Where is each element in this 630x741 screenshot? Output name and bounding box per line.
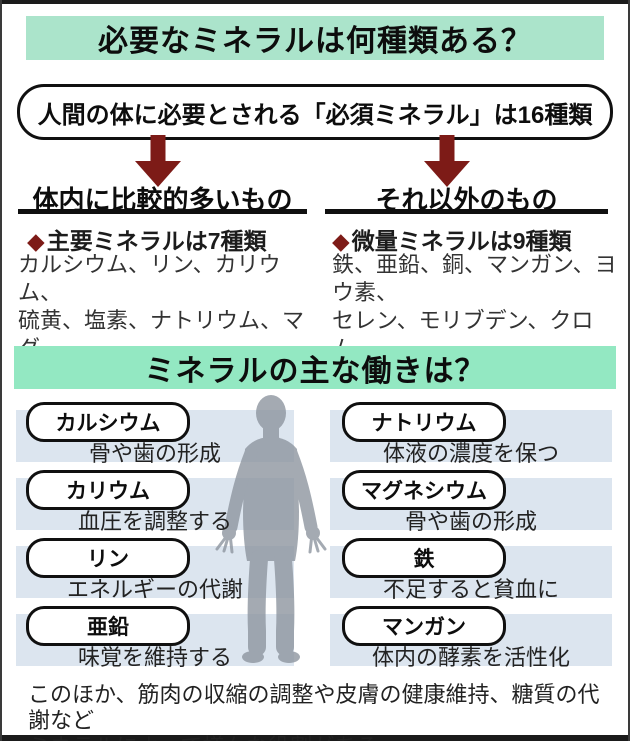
right-heading-underline (325, 209, 608, 214)
mineral-desc: 体液の濃度を保つ (382, 441, 559, 466)
major-minerals-list: カルシウム、リン、カリウム、 硫黄、塩素、ナトリウム、マグ ネシウム (18, 252, 305, 389)
mineral-pill: マグネシウム (342, 470, 506, 510)
mineral-pill: リン (26, 538, 190, 578)
top-rule (0, 0, 630, 4)
section1-title: 必要なミネラルは何種類ある？ (26, 16, 604, 60)
diamond-bullet-icon: ◆ (332, 228, 350, 254)
right-rule (628, 0, 630, 741)
left-subheading: ◆主要ミネラルは7種類 (27, 222, 267, 256)
right-subheading-label: 微量ミネラルは9種類 (351, 228, 572, 254)
mineral-pill: マンガン (342, 606, 506, 646)
mineral-desc: 骨や歯の形成 (404, 509, 537, 534)
mineral-pill: カリウム (26, 470, 190, 510)
mineral-desc: 味覚を維持する (77, 645, 232, 670)
mineral-desc: 不足すると貧血に (382, 577, 559, 602)
right-subheading: ◆微量ミネラルは9種類 (332, 222, 572, 256)
bottom-rule (0, 735, 630, 741)
left-rule (0, 0, 2, 741)
left-subheading-label: 主要ミネラルは7種類 (46, 228, 267, 254)
mineral-pill: カルシウム (26, 402, 190, 442)
mineral-desc: 骨や歯の形成 (88, 441, 221, 466)
lead-statement-box: 人間の体に必要とされる「必須ミネラル」は16種類 (17, 84, 613, 140)
mineral-desc: 血圧を調整する (77, 509, 232, 534)
mineral-desc: 体内の酵素を活性化 (371, 645, 570, 670)
mineral-pill: 亜鉛 (26, 606, 190, 646)
left-heading-underline (18, 209, 307, 214)
section2-title: ミネラルの主な働きは？ (14, 346, 616, 389)
mineral-desc: エネルギーの代謝 (66, 577, 243, 602)
human-silhouette-icon (215, 395, 327, 663)
diamond-bullet-icon: ◆ (27, 228, 45, 254)
down-arrow-icon (135, 135, 181, 187)
mineral-pill: 鉄 (342, 538, 506, 578)
footer-note: このほか、筋肉の収縮の調整や皮膚の健康維持、糖質の代謝など ミネラルによって様々… (28, 682, 600, 741)
down-arrow-icon (424, 135, 470, 187)
mineral-pill: ナトリウム (342, 402, 506, 442)
